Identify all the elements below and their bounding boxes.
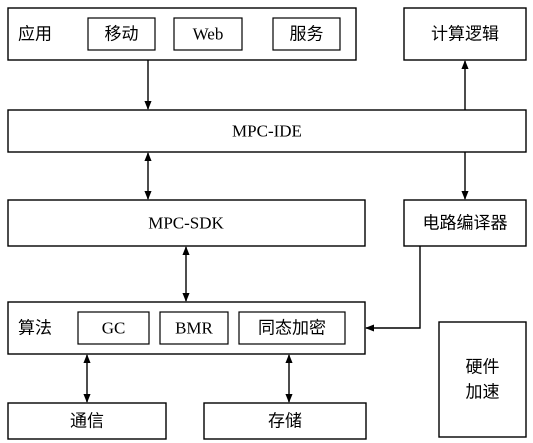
app-item-web: Web — [173, 17, 243, 51]
storage-box: 存储 — [203, 402, 367, 440]
algo-item-he: 同态加密 — [238, 311, 346, 345]
circuit-compiler-label: 电路编译器 — [423, 214, 508, 233]
mpc-ide-label: MPC-IDE — [232, 122, 302, 141]
apps-label: 应用 — [18, 25, 52, 44]
app-item-web-label: Web — [193, 25, 224, 44]
app-item-mobile-label: 移动 — [105, 25, 139, 44]
mpc-ide-box: MPC-IDE — [7, 109, 527, 153]
apps-box: 应用 移动 Web 服务 — [7, 7, 357, 61]
storage-label: 存储 — [268, 412, 302, 431]
mpc-sdk-label: MPC-SDK — [148, 214, 224, 233]
arrow-compiler-to-algorithms — [365, 246, 421, 332]
compute-logic-label: 计算逻辑 — [431, 25, 499, 44]
app-item-mobile: 移动 — [87, 17, 156, 51]
mpc-sdk-box: MPC-SDK — [7, 199, 366, 247]
algorithms-label: 算法 — [18, 319, 52, 338]
hardware-box: 硬件 加速 — [438, 321, 527, 438]
algo-item-he-label: 同态加密 — [258, 319, 326, 338]
algo-item-gc: GC — [77, 311, 150, 345]
algorithms-box: 算法 GC BMR 同态加密 — [7, 301, 366, 355]
app-item-service-label: 服务 — [290, 25, 324, 44]
app-item-service: 服务 — [272, 17, 341, 51]
algo-item-gc-label: GC — [102, 319, 126, 338]
algo-item-bmr: BMR — [159, 311, 229, 345]
algo-item-bmr-label: BMR — [175, 319, 213, 338]
hardware-label-line1: 硬件 — [466, 358, 500, 377]
compute-logic-box: 计算逻辑 — [403, 7, 527, 61]
communication-box: 通信 — [7, 402, 167, 440]
circuit-compiler-box: 电路编译器 — [403, 199, 527, 247]
communication-label: 通信 — [70, 412, 104, 431]
hardware-label-line2: 加速 — [466, 383, 500, 402]
